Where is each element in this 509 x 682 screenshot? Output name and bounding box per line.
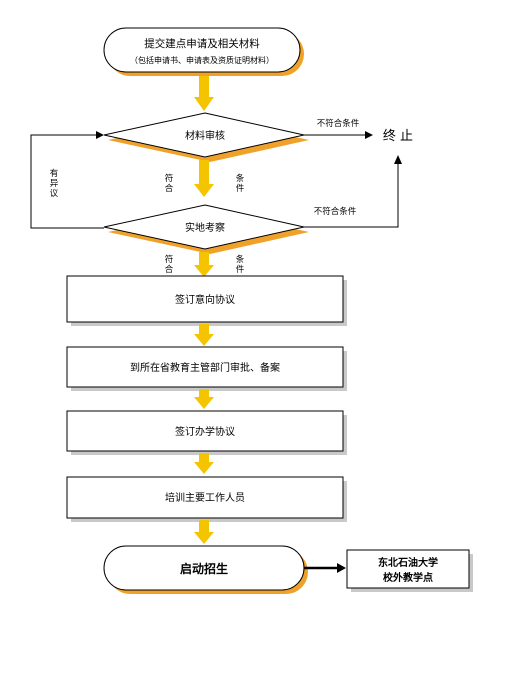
site-check-label: 实地考察 [185, 221, 225, 234]
side-box: 东北石油大学 校外教学点 [346, 549, 473, 592]
end-label: 启动招生 [180, 561, 228, 576]
pass-1-left-2: 合 [165, 183, 174, 194]
pass-2-left-2: 合 [165, 264, 174, 275]
fail-arrow-2 [304, 163, 399, 228]
start-title: 提交建点申请及相关材料 [144, 37, 260, 50]
step-1-label: 签订意向协议 [175, 293, 235, 306]
retry-char-3: 议 [50, 189, 59, 199]
step-2-label: 到所在省教育主管部门审批、备案 [130, 361, 280, 374]
review-decision: 材料审核 [103, 112, 309, 162]
yellow-arrow [194, 389, 214, 409]
step-box-1: 签订意向协议 [66, 275, 347, 326]
terminate-label: 终 止 [383, 128, 413, 144]
retry-arrowhead [96, 131, 104, 139]
fail-label-1: 不符合条件 [317, 118, 360, 129]
retry-loop [30, 134, 104, 229]
retry-char-1: 有 [50, 168, 59, 179]
retry-char-2: 异 [50, 179, 59, 189]
step-box-4: 培训主要工作人员 [66, 476, 347, 522]
side-box-line-2: 校外教学点 [383, 571, 433, 584]
step-box-2: 到所在省教育主管部门审批、备案 [66, 346, 347, 391]
yellow-arrow [194, 453, 214, 474]
fail-arrowhead-2 [394, 155, 402, 164]
pass-2-right-2: 件 [236, 264, 245, 275]
yellow-arrow [194, 160, 214, 197]
step-3-label: 签订办学协议 [175, 425, 235, 438]
pass-2-left-1: 符 [165, 254, 174, 265]
start-subtitle: （包括申请书、申请表及资质证明材料） [130, 55, 274, 65]
pass-1-left-1: 符 [165, 173, 174, 184]
yellow-arrow [194, 324, 214, 346]
start-node: 提交建点申请及相关材料 （包括申请书、申请表及资质证明材料） [103, 27, 304, 76]
pass-2-right-1: 条 [236, 254, 245, 265]
yellow-arrow [194, 76, 214, 111]
end-arrowhead [337, 563, 346, 573]
site-check-decision: 实地考察 [103, 204, 309, 254]
end-node: 启动招生 [103, 545, 308, 594]
yellow-arrow [194, 520, 214, 544]
fail-label-2: 不符合条件 [314, 206, 357, 217]
step-box-3: 签订办学协议 [66, 410, 347, 455]
step-4-label: 培训主要工作人员 [165, 491, 245, 504]
side-box-line-1: 东北石油大学 [378, 556, 438, 569]
pass-1-right-1: 条 [236, 173, 245, 184]
pass-1-right-2: 件 [236, 183, 245, 194]
review-label: 材料审核 [185, 129, 225, 142]
yellow-arrow [194, 252, 214, 277]
